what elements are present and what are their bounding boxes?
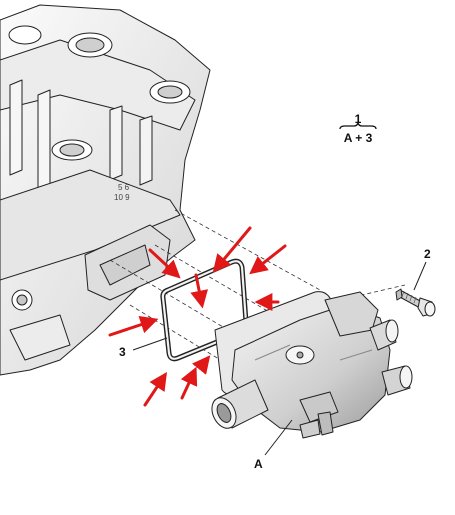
- red-direction-arrows: [108, 226, 287, 407]
- red-arrow-icon: [191, 355, 211, 375]
- red-arrow-icon: [108, 316, 159, 337]
- svg-text:10 9: 10 9: [114, 193, 130, 202]
- bolt-illustration: [395, 288, 436, 317]
- red-arrow-icon: [212, 226, 252, 273]
- step-number: 1: [355, 112, 362, 126]
- red-arrow-icon: [143, 372, 167, 407]
- red-arrow-icon: [180, 366, 198, 400]
- callout-label-a: A: [254, 457, 263, 471]
- step-legend: 1 A + 3: [339, 112, 377, 145]
- legend-brace-icon: [339, 120, 377, 130]
- red-arrow-icon: [148, 248, 181, 279]
- step-parts: A + 3: [344, 131, 373, 145]
- red-arrow-icon: [249, 244, 287, 275]
- engine-block-illustration: 5 6 10 9: [0, 4, 211, 376]
- leader-lines: [132, 261, 427, 456]
- svg-text:5 6: 5 6: [118, 183, 130, 192]
- thermostat-housing-illustration: [211, 291, 413, 439]
- red-arrow-icon: [190, 273, 209, 309]
- callout-label-2: 2: [424, 247, 431, 261]
- callout-label-3: 3: [119, 345, 126, 359]
